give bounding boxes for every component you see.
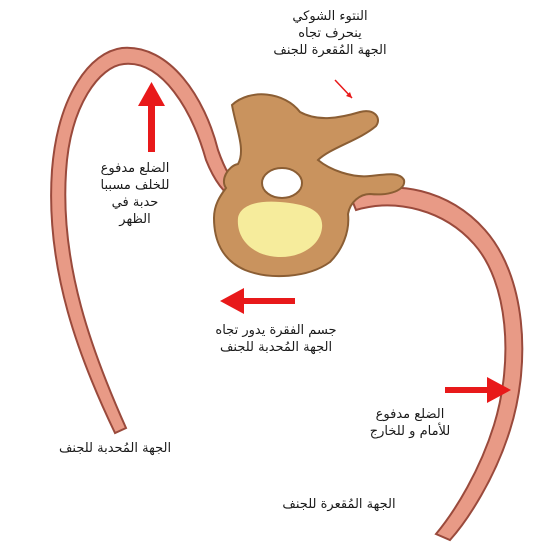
- label-rib-front-line2: للأمام و للخارج: [352, 423, 468, 440]
- label-rib-back: الضلع مدفوع للخلف مسببا حدبة في الظهر: [76, 160, 194, 228]
- label-spinous-process-line3: الجهة المُقعرة للجنف: [240, 42, 420, 59]
- label-rib-back-line1: الضلع مدفوع: [76, 160, 194, 177]
- vertebral-foramen: [262, 168, 302, 198]
- vertebra: [214, 94, 404, 276]
- spinous-process-pointer: [335, 80, 352, 98]
- label-rib-back-line3: حدبة في: [76, 194, 194, 211]
- label-spinous-process-line2: ينحرف تجاه: [240, 25, 420, 42]
- label-vertebral-body-line2: الجهة المُحدبة للجنف: [170, 339, 382, 356]
- label-rib-back-line4: الظهر: [76, 211, 194, 228]
- label-vertebral-body-line1: جسم الفقرة يدور تجاه: [170, 322, 382, 339]
- label-rib-front: الضلع مدفوع للأمام و للخارج: [352, 406, 468, 440]
- label-convex-side-text: الجهة المُحدبة للجنف: [10, 440, 220, 457]
- arrow-left-icon: [220, 288, 295, 314]
- label-concave-side-text: الجهة المُقعرة للجنف: [236, 496, 442, 513]
- arrow-up-icon: [138, 82, 165, 152]
- label-vertebral-body: جسم الفقرة يدور تجاه الجهة المُحدبة للجن…: [170, 322, 382, 356]
- label-spinous-process: النتوء الشوكي ينحرف تجاه الجهة المُقعرة …: [240, 8, 420, 59]
- label-rib-back-line2: للخلف مسببا: [76, 177, 194, 194]
- vertebra-arch: [214, 94, 404, 276]
- right-rib: [350, 188, 522, 540]
- label-rib-front-line1: الضلع مدفوع: [352, 406, 468, 423]
- label-spinous-process-line1: النتوء الشوكي: [240, 8, 420, 25]
- label-convex-side: الجهة المُحدبة للجنف: [10, 440, 220, 457]
- label-concave-side: الجهة المُقعرة للجنف: [236, 496, 442, 513]
